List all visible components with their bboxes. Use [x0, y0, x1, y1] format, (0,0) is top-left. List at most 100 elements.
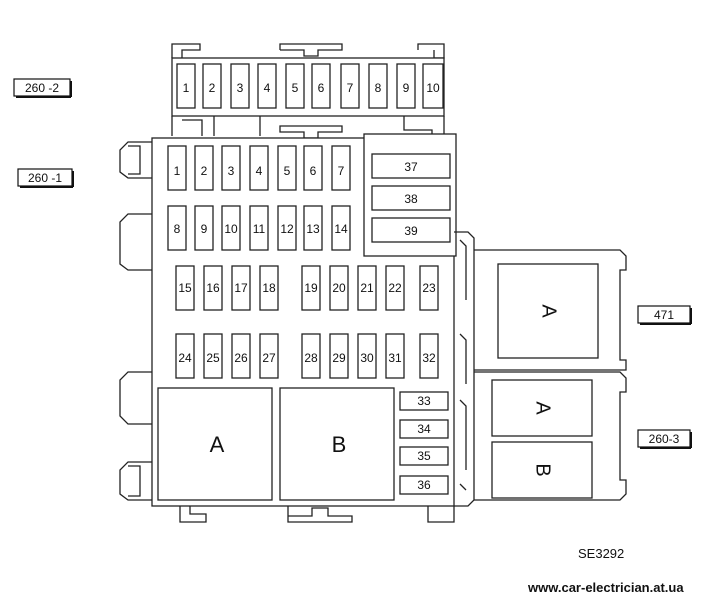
fuse-slot: 10 [422, 63, 444, 109]
relay-main-a: A [157, 387, 273, 501]
callout-label: 260 -2 [25, 81, 59, 95]
fuse-slot: 35 [399, 446, 449, 466]
callout-label: 260 -1 [28, 171, 62, 185]
fuse-label: 35 [417, 449, 431, 463]
relay-label: B [532, 463, 554, 476]
fuse-label: 36 [417, 478, 431, 492]
fuse-slot: 23 [419, 265, 439, 311]
callout-260-1: 260 -1 [17, 168, 74, 188]
right-lower-fuses: 33 34 35 36 [399, 391, 449, 495]
fuse-label: 19 [304, 281, 318, 295]
relay-box-260-3: A B [474, 371, 627, 501]
fuse-label: 33 [417, 394, 431, 408]
fuse-slot: 5 [277, 145, 297, 191]
fuse-slot: 6 [303, 145, 323, 191]
fuse-slot: 5 [285, 63, 305, 109]
fuse-label: 10 [426, 81, 440, 95]
figure-code: SE3292 [578, 546, 625, 561]
fuse-label: 4 [256, 164, 263, 178]
fuse-label: 21 [360, 281, 374, 295]
fuse-label: 13 [306, 222, 320, 236]
fuse-slot: 6 [311, 63, 331, 109]
fuse-slot: 13 [303, 205, 323, 251]
fuse-slot: 3 [230, 63, 250, 109]
fuse-label: 25 [206, 351, 220, 365]
fuse-label: 38 [404, 192, 418, 206]
fuse-slot: 27 [259, 333, 279, 379]
fuse-label: 14 [334, 222, 348, 236]
fuse-slot: 17 [231, 265, 251, 311]
fuse-slot: 19 [301, 265, 321, 311]
fuse-slot: 20 [329, 265, 349, 311]
fuse-label: 6 [310, 164, 317, 178]
relay-box-471: A [474, 249, 627, 371]
fuse-label: 1 [174, 164, 181, 178]
fuse-slot: 36 [399, 475, 449, 495]
fuse-slot: 34 [399, 419, 449, 439]
fuse-slot: 4 [257, 63, 277, 109]
fuse-label: 5 [284, 164, 291, 178]
fuse-slot: 31 [385, 333, 405, 379]
fuse-slot: 12 [277, 205, 297, 251]
fuse-slot: 7 [331, 145, 351, 191]
relay-label: A [532, 401, 554, 415]
fuse-label: 28 [304, 351, 318, 365]
fuse-label: 22 [388, 281, 402, 295]
relay-label: A [210, 432, 225, 457]
fuse-label: 29 [332, 351, 346, 365]
fuse-slot: 4 [249, 145, 269, 191]
fuse-label: 17 [234, 281, 248, 295]
fuse-slot: 3 [221, 145, 241, 191]
fuse-slot: 24 [175, 333, 195, 379]
fuse-label: 20 [332, 281, 346, 295]
main-fuse-row-1: 1 2 3 4 5 6 7 [167, 145, 351, 191]
fuse-slot: 26 [231, 333, 251, 379]
callout-label: 260-3 [649, 432, 680, 446]
fuse-label: 8 [174, 222, 181, 236]
relay-label: A [538, 304, 560, 318]
fuse-slot: 29 [329, 333, 349, 379]
fuse-label: 16 [206, 281, 220, 295]
fuse-label: 18 [262, 281, 276, 295]
fuse-slot: 18 [259, 265, 279, 311]
fuse-label: 24 [178, 351, 192, 365]
main-fuse-row-3: 15 16 17 18 19 20 21 22 23 [175, 265, 439, 311]
fuse-label: 10 [224, 222, 238, 236]
right-upper-fuses: 37 38 39 [371, 153, 451, 243]
main-fuse-row-2: 8 9 10 11 12 13 14 [167, 205, 351, 251]
fuse-label: 26 [234, 351, 248, 365]
callout-260-2: 260 -2 [13, 78, 72, 98]
fuse-label: 3 [228, 164, 235, 178]
fuse-slot: 38 [371, 185, 451, 211]
fuse-slot: 14 [331, 205, 351, 251]
fuse-slot: 10 [221, 205, 241, 251]
fuse-slot: 22 [385, 265, 405, 311]
fuse-slot: 37 [371, 153, 451, 179]
source-url: www.car-electrician.at.ua [528, 580, 684, 595]
fuse-label: 34 [417, 422, 431, 436]
fuse-label: 9 [201, 222, 208, 236]
fuse-slot: 28 [301, 333, 321, 379]
fuse-label: 32 [422, 351, 436, 365]
relay-main-b: B [279, 387, 395, 501]
fuse-slot: 15 [175, 265, 195, 311]
fuse-label: 2 [209, 81, 216, 95]
fuse-label: 1 [183, 81, 190, 95]
fuse-slot: 33 [399, 391, 449, 411]
fuse-slot: 1 [176, 63, 196, 109]
relay-label: B [332, 432, 347, 457]
fuse-label: 27 [262, 351, 276, 365]
fuse-slot: 39 [371, 217, 451, 243]
fuse-slot: 8 [167, 205, 187, 251]
fuse-label: 2 [201, 164, 208, 178]
fuse-label: 5 [292, 81, 299, 95]
callout-471: 471 [637, 305, 692, 325]
fuse-label: 30 [360, 351, 374, 365]
fuse-slot: 25 [203, 333, 223, 379]
fuse-label: 37 [404, 160, 418, 174]
fuse-slot: 16 [203, 265, 223, 311]
fuse-slot: 2 [202, 63, 222, 109]
fuse-label: 8 [375, 81, 382, 95]
callout-260-3: 260-3 [637, 429, 692, 449]
